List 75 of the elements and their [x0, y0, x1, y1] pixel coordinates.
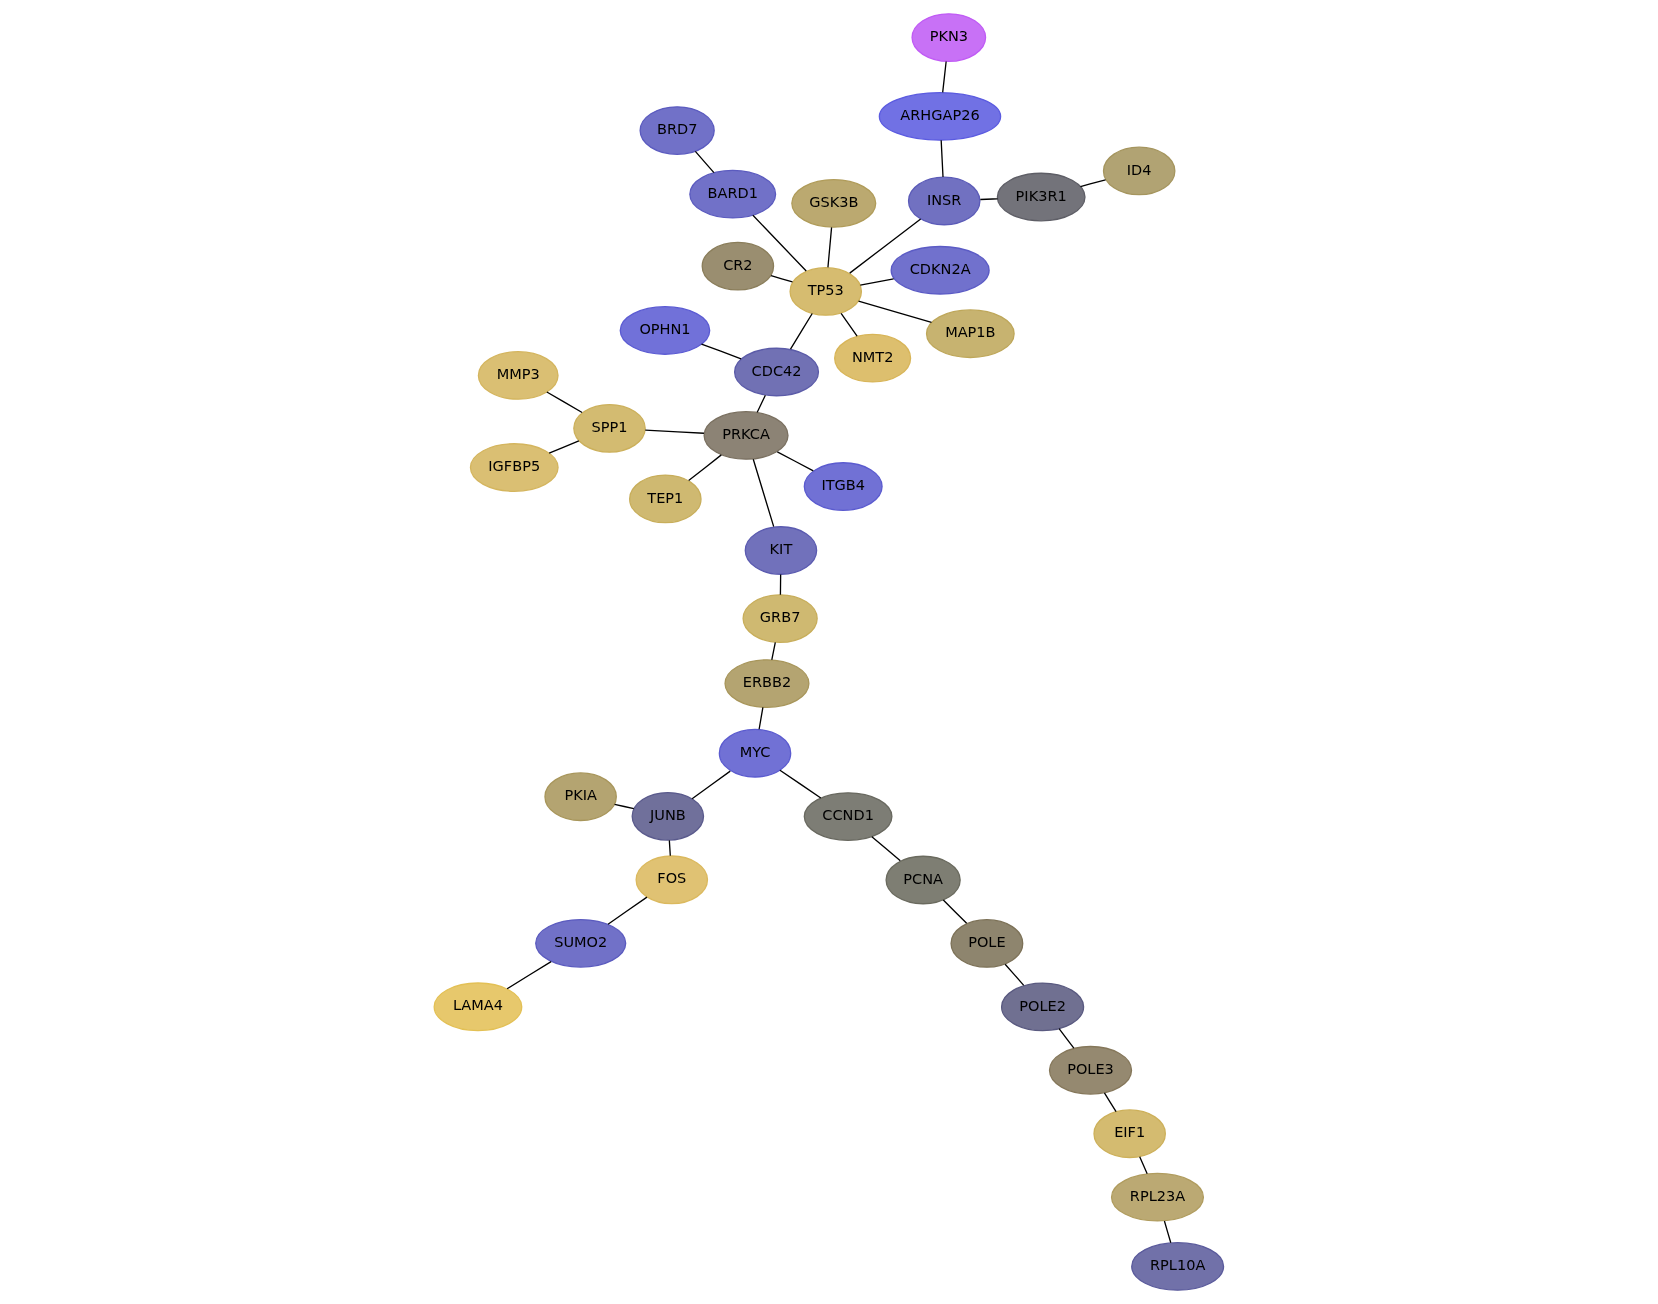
node-ellipse: SUMO2 — [535, 918, 627, 968]
connector — [940, 139, 944, 178]
connector — [694, 150, 715, 174]
connector — [752, 458, 775, 528]
connector — [756, 394, 766, 413]
node-ellipse: ID4 — [1102, 146, 1176, 196]
node-ellipse: PKIA — [544, 772, 617, 822]
connector — [668, 839, 671, 857]
connector — [546, 391, 583, 414]
node-ellipse: LAMA4 — [433, 982, 523, 1032]
connector — [979, 198, 999, 201]
connector — [644, 429, 705, 434]
node-ellipse: MYC — [718, 728, 792, 778]
node-ellipse: POLE — [950, 919, 1024, 968]
connector — [942, 60, 947, 93]
node-ellipse: CR2 — [701, 241, 775, 291]
node-ellipse: CDC42 — [733, 347, 820, 397]
node-ellipse: POLE3 — [1048, 1045, 1133, 1095]
node-ellipse: ARHGAP26 — [878, 91, 1002, 141]
connector — [506, 960, 552, 990]
connector — [1139, 1156, 1148, 1175]
node-ellipse: CDKN2A — [890, 245, 990, 295]
connector — [607, 896, 648, 925]
connector — [857, 300, 933, 323]
node-ellipse: RPL23A — [1110, 1172, 1205, 1222]
node-ellipse: MMP3 — [477, 351, 559, 400]
connector — [859, 278, 895, 286]
connector — [789, 312, 813, 350]
connector — [758, 706, 764, 730]
connector — [700, 343, 742, 360]
connector — [942, 899, 968, 924]
connector — [688, 454, 722, 482]
node-ellipse: PCNA — [885, 855, 961, 905]
connector — [1004, 963, 1025, 987]
node-ellipse: JUNB — [631, 791, 705, 841]
connector — [827, 226, 833, 269]
connector — [770, 275, 794, 283]
connector — [613, 803, 635, 810]
node-ellipse: CCND1 — [803, 792, 893, 842]
node-ellipse: ITGB4 — [803, 462, 883, 511]
node-ellipse: SPP1 — [573, 403, 646, 453]
connector — [1103, 1092, 1117, 1113]
node-ellipse: BRD7 — [639, 106, 715, 155]
connector — [849, 218, 922, 274]
connector — [771, 641, 776, 661]
node-ellipse: POLE2 — [1000, 982, 1085, 1032]
connector — [871, 836, 901, 862]
node-ellipse: GSK3B — [791, 178, 877, 228]
node-ellipse: FOS — [635, 855, 709, 905]
connector — [779, 573, 782, 596]
node-ellipse: MAP1B — [925, 309, 1015, 359]
node-ellipse: TEP1 — [629, 474, 702, 524]
node-ellipse: PIK3R1 — [996, 172, 1086, 222]
connector — [1079, 179, 1107, 188]
connector — [548, 440, 580, 454]
node-ellipse: TP53 — [789, 267, 863, 316]
node-ellipse: GRB7 — [742, 594, 818, 644]
connector — [779, 769, 822, 799]
node-ellipse: ERBB2 — [724, 659, 810, 709]
node-ellipse: NMT2 — [834, 333, 912, 383]
node-ellipse: INSR — [907, 176, 981, 226]
node-ellipse: PRKCA — [703, 411, 789, 460]
connector — [691, 770, 731, 800]
node-ellipse: EIF1 — [1093, 1109, 1166, 1159]
node-ellipse: OPHN1 — [619, 306, 711, 355]
node-ellipse: RPL10A — [1131, 1242, 1225, 1291]
connector — [1058, 1028, 1075, 1049]
node-ellipse: IGFBP5 — [469, 443, 559, 492]
node-ellipse: PKN3 — [911, 13, 987, 62]
connector — [752, 214, 807, 272]
connector — [1163, 1220, 1172, 1244]
connector — [840, 312, 858, 337]
node-ellipse: BARD1 — [689, 169, 777, 219]
node-ellipse: KIT — [744, 526, 818, 575]
connector — [776, 451, 814, 472]
